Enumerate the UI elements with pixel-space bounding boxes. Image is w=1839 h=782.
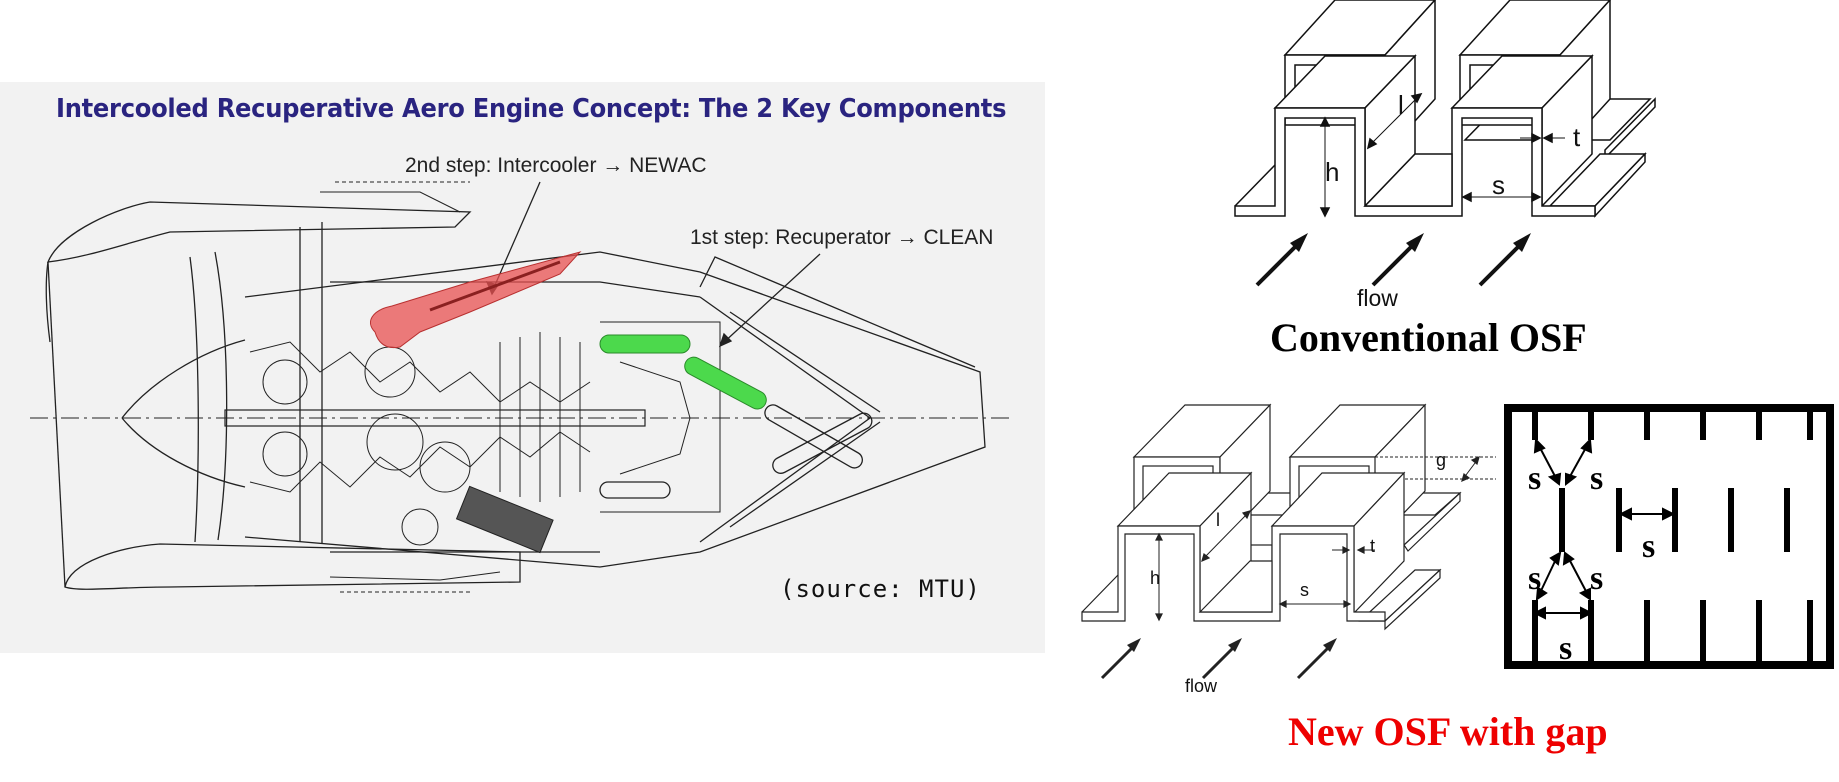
fin-front — [1234, 54, 1596, 217]
frame — [1504, 404, 1834, 669]
source-credit: (source: MTU) — [780, 575, 981, 603]
spacing-label-s: s — [1528, 560, 1542, 597]
dim-t-conventional: t — [1573, 122, 1581, 152]
flow-arrows-new — [1100, 638, 1337, 680]
flow-label-new: flow — [1185, 676, 1218, 696]
engine-concept-panel: Intercooled Recuperative Aero Engine Con… — [0, 82, 1045, 653]
dim-l-conventional: l — [1398, 90, 1404, 120]
recuperator-leader — [721, 253, 821, 345]
intercooler-highlight — [370, 251, 582, 349]
fins-bottom-row — [1532, 600, 1813, 662]
recuperator-highlight-2 — [684, 356, 767, 410]
spacing-label-s: s — [1528, 460, 1542, 497]
spinner — [121, 339, 246, 488]
fin-layout-top-view — [1504, 404, 1834, 669]
engine-cross-section — [30, 181, 1010, 593]
conventional-osf-caption: Conventional OSF — [1270, 315, 1587, 360]
core-casing — [244, 251, 986, 568]
new-osf-caption: New OSF with gap — [1288, 709, 1608, 754]
fan-blade — [189, 256, 199, 543]
exhaust-cone — [699, 296, 872, 543]
nacelle-top — [46, 201, 472, 263]
spacing-label-s: s — [1590, 460, 1604, 497]
spacing-label-s: s — [1559, 630, 1573, 667]
dim-s-new: s — [1300, 580, 1309, 600]
shaft — [224, 409, 646, 427]
spacing-label-s: s — [1642, 528, 1656, 565]
recuperator-highlight-1 — [599, 334, 691, 354]
fin-front-gap — [1081, 471, 1406, 622]
flow-label-conventional: flow — [1357, 285, 1398, 311]
dim-g-new: g — [1436, 450, 1447, 470]
dim-h-new: h — [1150, 568, 1161, 588]
dim-t-new: t — [1370, 536, 1376, 556]
fins-top-row — [1532, 412, 1813, 440]
flow-arrows-conventional — [1255, 233, 1531, 287]
core-machinery — [249, 321, 721, 554]
new-osf-diagram — [1081, 403, 1496, 680]
intercooler-callout: 2nd step: Intercooler → NEWAC — [405, 154, 707, 177]
recuperator-callout: 1st step: Recuperator → CLEAN — [690, 226, 994, 249]
conventional-osf-diagram — [1234, 0, 1656, 287]
dim-h-conventional: h — [1325, 157, 1340, 187]
spacing-arrows — [1532, 437, 1676, 620]
dim-s-conventional: s — [1492, 170, 1505, 200]
spacing-label-s: s — [1590, 560, 1604, 597]
nacelle-bottom — [64, 543, 521, 590]
dim-l-new: l — [1216, 510, 1220, 530]
fins-middle-row — [1559, 488, 1790, 552]
engine-title: Intercooled Recuperative Aero Engine Con… — [56, 94, 1007, 124]
